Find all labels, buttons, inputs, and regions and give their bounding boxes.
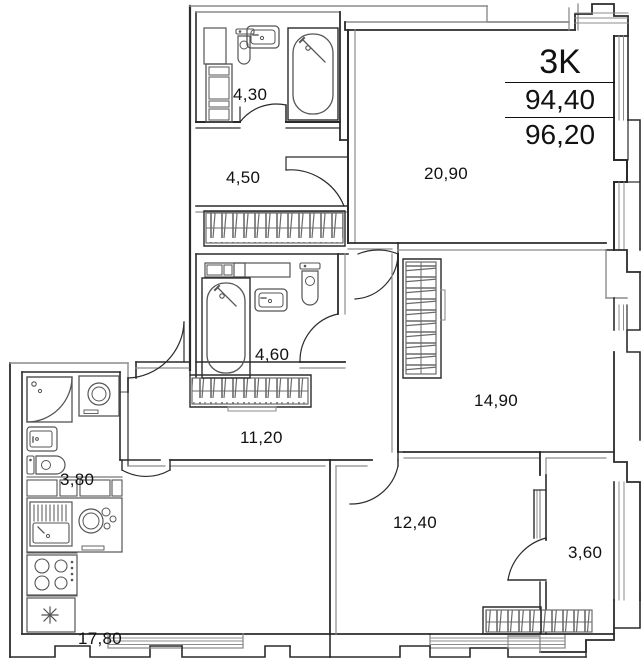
room-area-bedroom-middle: 12,40 [393, 513, 438, 532]
room-area-living-room: 20,90 [424, 164, 469, 183]
room-area-dressing-upper: 4,50 [226, 168, 261, 187]
title-rule-top [505, 82, 615, 83]
room-area-kitchen-living: 17,80 [78, 629, 123, 648]
title-block: 3K 94,40 96,20 [505, 44, 615, 150]
room-area-loggia: 3,60 [568, 543, 603, 562]
room-area-hallway: 11,20 [240, 428, 283, 447]
area-with-balcony-label: 96,20 [524, 119, 596, 150]
rooms-count-label: 3K [539, 43, 581, 81]
area-total-label: 94,40 [524, 84, 596, 115]
room-area-bathroom-guest: 3,80 [60, 470, 95, 489]
room-area-bathroom-upper: 4,30 [233, 85, 268, 104]
room-area-bathroom-second: 4,60 [255, 345, 290, 364]
room-area-bedroom-right: 14,90 [474, 391, 519, 410]
title-rule-bottom [505, 117, 615, 118]
